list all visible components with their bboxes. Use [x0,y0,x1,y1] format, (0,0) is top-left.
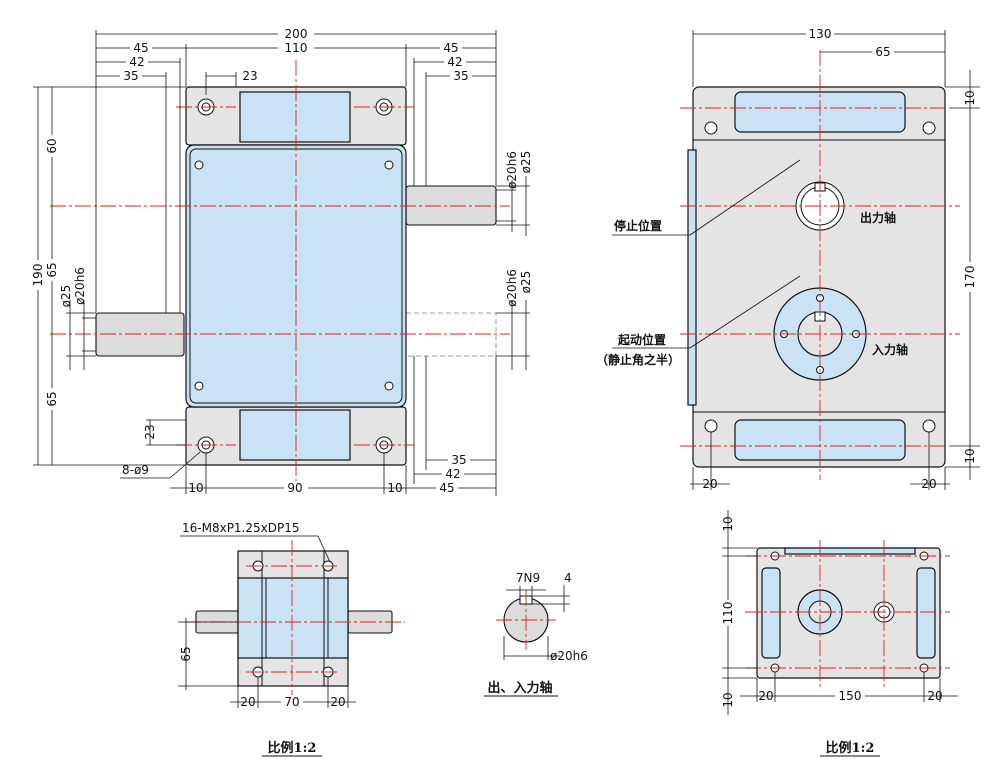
hole-note: 8-ø9 [122,463,149,477]
top-dim-10-top: 10 [721,516,735,531]
top-right-slot [916,567,936,659]
dim-overall-width: 200 [285,27,308,41]
top-view: 10 110 10 20 150 20 比例1:2 [720,510,958,757]
dim-right-35: 35 [453,69,468,83]
bottom-dim-70: 70 [284,695,299,709]
right-output-shaft [405,185,497,226]
cover-screw [194,160,204,170]
dim-shaft-dia-20h6: ø20h6 [73,267,87,305]
side-corner-hole [704,121,718,135]
side-corner-hole [922,121,936,135]
scale-label-left: 比例1:2 [268,740,317,756]
dim-total-height: 190 [31,264,45,287]
bottom-mount-center [239,409,351,461]
cover-screw [384,160,394,170]
side-corner-hole [922,419,936,433]
top-dim-20-left: 20 [758,689,773,703]
side-dim-20-left: 20 [702,477,717,491]
dim-right-42: 42 [447,55,462,69]
side-dim-20-right: 20 [921,477,936,491]
side-view: 130 65 10 170 10 20 20 停止位置 出力轴 起动位置 （静止… [596,27,980,491]
dim-right-45: 45 [443,41,458,55]
side-dim-170: 170 [963,266,977,289]
scale-label-right: 比例1:2 [826,740,875,756]
dim-out-shaft-25: ø25 [519,151,533,174]
top-dim-20-right: 20 [927,689,942,703]
dim-out-shaft-20h6: ø20h6 [505,151,519,189]
side-body [692,86,946,468]
cover-screw [384,381,394,391]
front-right-dimensions: ø20h6 ø25 ø20h6 ø25 35 42 45 [406,151,533,496]
dim-in-shaft-25: ø25 [519,271,533,294]
dim-hole-offset: 23 [242,69,257,83]
label-start-note: （静止角之半） [596,352,680,367]
shaft-detail: 7N9 4 ø20h6 出、入力轴 [484,571,588,697]
bottom-view: 16-M8xP1.25xDP15 65 20 70 20 比例1:2 [178,521,405,757]
dim-upper-60: 60 [45,138,59,153]
side-edge-plate [687,149,697,406]
right-input-shaft-hidden [405,312,497,357]
dim-in-shaft-20h6: ø20h6 [505,269,519,307]
bottom-dim-20-right: 20 [330,695,345,709]
front-left-dimensions: 190 60 65 65 ø25 ø20h6 23 8-ø9 [30,86,201,479]
top-dim-150: 150 [839,689,862,703]
side-dim-65: 65 [875,45,890,59]
dim-right-low-42: 42 [445,467,460,481]
front-bottom-dimensions: 10 90 10 [170,453,407,495]
dim-mid-65: 65 [45,262,59,277]
side-dim-130: 130 [809,27,832,41]
dim-right-low-45: 45 [439,481,454,495]
side-dim-10-bottom: 10 [963,448,977,463]
key-width-dim: 7N9 [516,571,540,585]
shaft-detail-label: 出、入力轴 [487,680,552,696]
side-corner-hole [704,419,718,433]
label-input-shaft: 入力轴 [872,342,908,357]
dim-left-35: 35 [123,69,138,83]
top-left-slot [761,567,781,659]
top-dim-110: 110 [721,602,735,625]
front-view: 200 110 45 42 35 23 45 42 35 [30,27,533,496]
dim-hole-offset-23: 23 [143,424,157,439]
dim-right-low-35: 35 [451,453,466,467]
cover-screw [194,381,204,391]
dim-left-42: 42 [129,55,144,69]
dim-bottom-90: 90 [287,481,302,495]
label-start-position: 起动位置 [617,332,666,347]
dim-left-45: 45 [133,41,148,55]
left-input-shaft [95,312,185,357]
bottom-body-center [237,577,349,659]
front-top-dimensions: 200 110 45 42 35 23 45 42 35 [95,27,497,313]
thread-note: 16-M8xP1.25xDP15 [182,521,300,535]
shaft-diameter-dim: ø20h6 [550,649,588,663]
top-mount-center [239,91,351,143]
top-edge-strip [784,547,916,555]
key-depth-dim: 4 [564,571,572,585]
dim-bottom-10-left: 10 [188,481,203,495]
bottom-dim-20-left: 20 [240,695,255,709]
dim-bottom-10-right: 10 [387,481,402,495]
top-body [756,547,941,679]
label-stop-position: 停止位置 [614,218,662,233]
dim-body-width: 110 [285,41,308,55]
side-dim-10-top: 10 [963,90,977,105]
top-dim-10-bottom: 10 [721,692,735,707]
dim-shaft-dia-25: ø25 [59,285,73,308]
label-output-shaft: 出力轴 [860,210,896,225]
bottom-dim-65: 65 [179,646,193,661]
dim-lower-65: 65 [45,391,59,406]
